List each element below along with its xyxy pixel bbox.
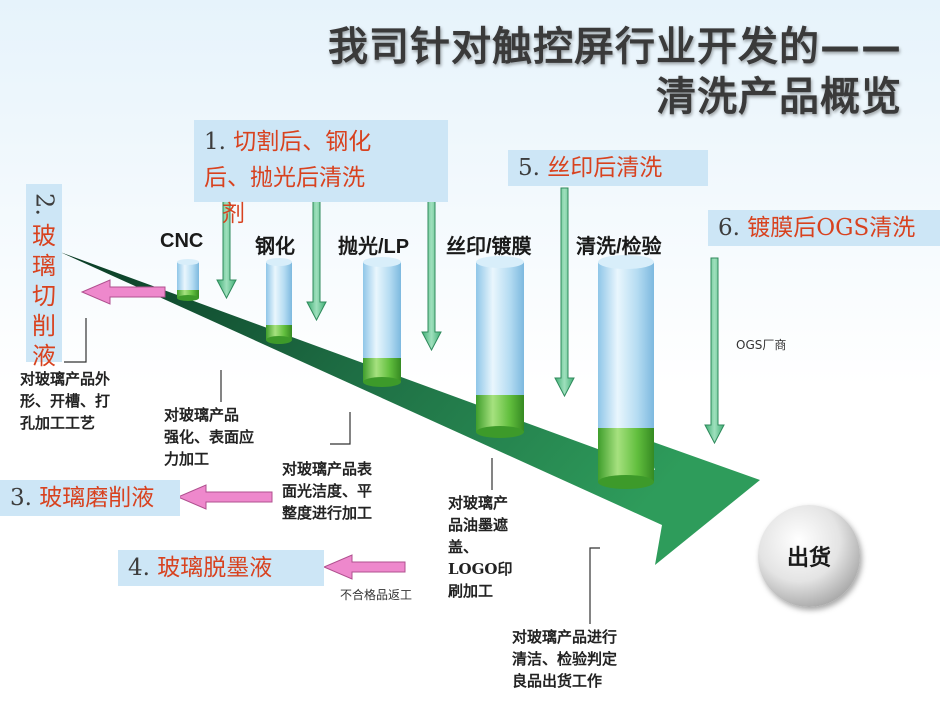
callout-2: 2. 玻璃切削液 (26, 184, 62, 370)
note-reject: 不合格品返工 (340, 588, 413, 602)
callout-5: 5. 丝印后清洗 (508, 150, 708, 186)
main-flow-arrow (60, 252, 760, 565)
note-ogs: OGS厂商 (736, 338, 787, 352)
title-line-1: 我司针对触控屏行业开发的—— (328, 24, 902, 70)
callout-3: 3. 玻璃磨削液 (0, 480, 180, 516)
title-line-2: 清洗产品概览 (656, 74, 902, 120)
stage-label-polish: 抛光/LP (338, 236, 410, 258)
callout-1-tail: 剂 (222, 201, 245, 227)
stage-label-clean: 清洗/检验 (576, 236, 662, 258)
leader-polish (330, 412, 351, 445)
callout-6: 6. 镀膜后OGS清洗 (708, 210, 940, 246)
callout-2-text: 玻璃切削液 (32, 222, 56, 370)
cylinder-temper (266, 258, 292, 344)
down-arrow-1c (421, 195, 442, 352)
desc-print: 对玻璃产 品油墨遮 盖、 LOGO印 刷加工 (448, 494, 513, 600)
cylinder-polish (363, 257, 401, 387)
desc-clean: 对玻璃产品进行 清洁、检验判定 良品出货工作 (512, 628, 618, 690)
callout-4: 4. 玻璃脱墨液 (118, 550, 324, 586)
down-arrow-6 (704, 257, 725, 445)
pink-arrow-4 (322, 554, 406, 580)
down-arrow-1a (216, 195, 237, 300)
desc-polish: 对玻璃产品表 面光洁度、平 整度进行加工 (282, 460, 373, 522)
pink-arrow-2 (80, 279, 166, 305)
pink-arrow-3 (176, 484, 273, 510)
leader-clean (589, 547, 600, 624)
stage-label-cnc: CNC (160, 230, 204, 252)
cylinder-print (476, 256, 524, 438)
down-arrow-1b (306, 195, 327, 322)
desc-temper: 对玻璃产品 强化、表面应 力加工 (164, 406, 255, 468)
cylinder-clean (598, 255, 654, 489)
cylinder-cnc (177, 259, 199, 301)
stage-label-temper: 钢化 (255, 236, 295, 258)
desc-cnc: 对玻璃产品外 形、开槽、打 孔加工工艺 (20, 370, 111, 432)
stage-label-print: 丝印/镀膜 (446, 236, 532, 258)
leader-cnc (64, 318, 87, 363)
callout-1: 1. 切割后、钢化 后、抛光后清洗 (194, 120, 448, 202)
shipping-ball: 出货 (758, 505, 860, 607)
down-arrow-5 (554, 187, 575, 398)
